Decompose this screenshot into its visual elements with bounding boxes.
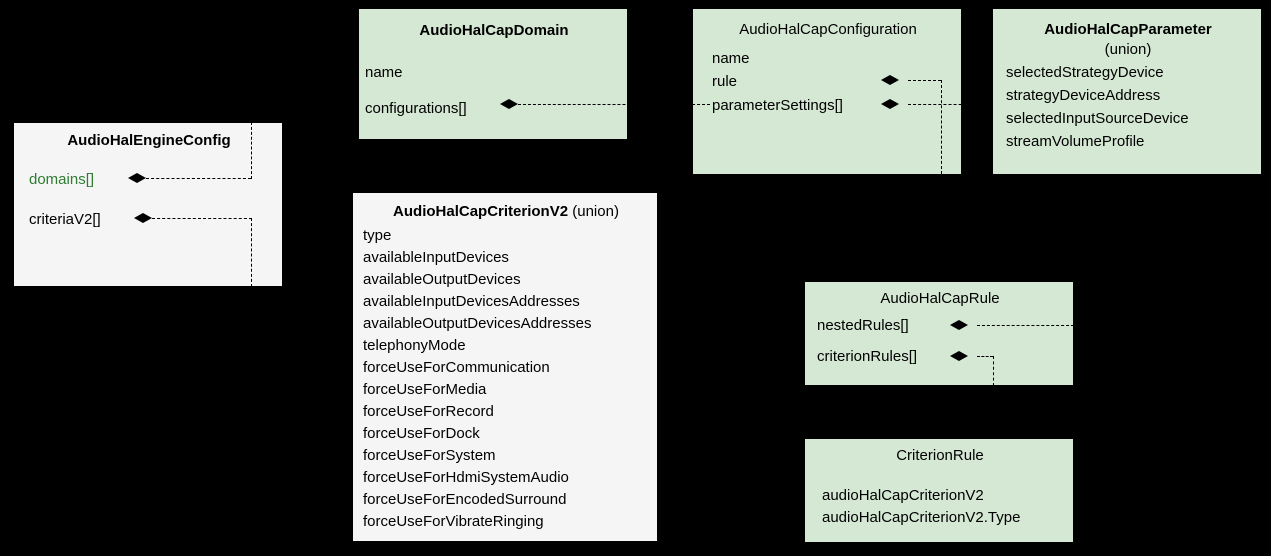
engine-config-field-domains[interactable]: domains[] bbox=[29, 171, 95, 188]
cap-criterion-v2-field-availableoutputdevicesaddresses[interactable]: availableOutputDevicesAddresses bbox=[363, 315, 592, 332]
cap-rule-field-criterionrules[interactable]: criterionRules[] bbox=[817, 348, 918, 365]
aggregation-diamond-criteriav2 bbox=[134, 213, 152, 223]
cap-domain-field-name[interactable]: name bbox=[365, 64, 403, 81]
cap-criterion-v2-field-forceuseforrecord[interactable]: forceUseForRecord bbox=[363, 403, 494, 420]
cap-configuration-field-rule[interactable]: rule bbox=[712, 73, 738, 90]
cap-criterion-v2-field-availableinputdevicesaddresses[interactable]: availableInputDevicesAddresses bbox=[363, 293, 580, 310]
cap-parameter-field-selectedstrategydevice[interactable]: selectedStrategyDevice bbox=[1006, 64, 1164, 81]
edge-domains-horizontal bbox=[146, 178, 251, 179]
cap-domain-field-configurations[interactable]: configurations[] bbox=[365, 100, 467, 117]
cap-parameter-title: AudioHalCapParameter bbox=[1044, 21, 1212, 38]
cap-criterion-v2-title: AudioHalCapCriterionV2 (union) bbox=[353, 203, 659, 222]
cap-criterion-v2-field-forceuseformedia[interactable]: forceUseForMedia bbox=[363, 381, 487, 398]
cap-criterion-v2-field-forceuseforencodedsurround[interactable]: forceUseForEncodedSurround bbox=[363, 491, 567, 508]
aggregation-diamond-parametersettings bbox=[881, 99, 899, 109]
edge-criterionrules-vertical bbox=[993, 356, 994, 386]
edge-rule-horizontal bbox=[908, 80, 941, 81]
cap-criterion-v2-title-text: AudioHalCapCriterionV2 bbox=[393, 203, 569, 220]
criterion-rule-field-audiohalcapcriterionv2-type[interactable]: audioHalCapCriterionV2.Type bbox=[822, 509, 1021, 526]
box-criterion-rule[interactable]: CriterionRule audioHalCapCriterionV2 aud… bbox=[804, 438, 1074, 543]
box-audio-hal-cap-parameter[interactable]: AudioHalCapParameter (union) selectedStr… bbox=[992, 8, 1262, 175]
aggregation-diamond-domains bbox=[128, 173, 146, 183]
cap-criterion-v2-title-suffix: (union) bbox=[572, 203, 619, 220]
cap-criterion-v2-field-type[interactable]: type bbox=[363, 227, 392, 244]
cap-parameter-field-selectedinputsourcedevice[interactable]: selectedInputSourceDevice bbox=[1006, 110, 1189, 127]
cap-criterion-v2-field-forceuseforcommunication[interactable]: forceUseForCommunication bbox=[363, 359, 550, 376]
edge-configurations-horizontal bbox=[518, 104, 710, 105]
cap-rule-field-nestedrules[interactable]: nestedRules[] bbox=[817, 317, 909, 334]
cap-criterion-v2-field-forceuseforhdmisystemaudio[interactable]: forceUseForHdmiSystemAudio bbox=[363, 469, 569, 486]
aggregation-diamond-criterionrules bbox=[950, 351, 968, 361]
cap-criterion-v2-field-forceuseforvibrateringing[interactable]: forceUseForVibrateRinging bbox=[363, 513, 544, 530]
cap-criterion-v2-field-availableinputdevices[interactable]: availableInputDevices bbox=[363, 249, 509, 266]
engine-config-title: AudioHalEngineConfig bbox=[67, 132, 231, 149]
cap-criterion-v2-field-availableoutputdevices[interactable]: availableOutputDevices bbox=[363, 271, 521, 288]
cap-parameter-field-streamvolumeprofile[interactable]: streamVolumeProfile bbox=[1006, 133, 1145, 150]
box-audio-hal-cap-configuration[interactable]: AudioHalCapConfiguration name rule param… bbox=[692, 8, 962, 175]
aggregation-diamond-rule bbox=[881, 75, 899, 85]
cap-configuration-field-parametersettings[interactable]: parameterSettings[] bbox=[712, 97, 843, 114]
edge-criterionrules-horizontal bbox=[977, 356, 993, 357]
cap-criterion-v2-field-forceuseforsystem[interactable]: forceUseForSystem bbox=[363, 447, 496, 464]
box-audio-hal-cap-criterion-v2[interactable]: AudioHalCapCriterionV2 (union) type avai… bbox=[352, 192, 658, 542]
cap-criterion-v2-field-telephonymode[interactable]: telephonyMode bbox=[363, 337, 466, 354]
cap-configuration-field-name[interactable]: name bbox=[712, 50, 750, 67]
criterion-rule-field-audiohalcapcriterionv2[interactable]: audioHalCapCriterionV2 bbox=[822, 487, 984, 504]
cap-criterion-v2-field-forceusefordock[interactable]: forceUseForDock bbox=[363, 425, 480, 442]
aggregation-diamond-nestedrules bbox=[950, 320, 968, 330]
engine-config-field-criteriav2[interactable]: criteriaV2[] bbox=[29, 211, 101, 228]
edge-rule-vertical bbox=[941, 80, 942, 174]
edge-parametersettings-horizontal bbox=[908, 104, 992, 105]
aggregation-diamond-configurations bbox=[500, 99, 518, 109]
edge-nestedrules-horizontal bbox=[977, 325, 1074, 326]
edge-criteriav2-horizontal bbox=[152, 218, 252, 219]
edge-criteriav2-vertical bbox=[251, 218, 252, 287]
cap-parameter-subtitle: (union) bbox=[1104, 41, 1152, 58]
cap-parameter-field-strategydeviceaddress[interactable]: strategyDeviceAddress bbox=[1006, 87, 1161, 104]
box-audio-hal-cap-rule[interactable]: AudioHalCapRule nestedRules[] criterionR… bbox=[804, 281, 1074, 386]
box-audio-hal-cap-domain[interactable]: AudioHalCapDomain name configurations[] bbox=[358, 8, 628, 140]
box-audio-hal-engine-config[interactable]: AudioHalEngineConfig domains[] criteriaV… bbox=[13, 122, 283, 287]
criterion-rule-title: CriterionRule bbox=[896, 447, 984, 464]
edge-domains-vertical bbox=[251, 122, 252, 179]
cap-domain-title: AudioHalCapDomain bbox=[419, 22, 569, 39]
cap-configuration-title: AudioHalCapConfiguration bbox=[739, 21, 917, 38]
cap-rule-title: AudioHalCapRule bbox=[880, 290, 1000, 307]
